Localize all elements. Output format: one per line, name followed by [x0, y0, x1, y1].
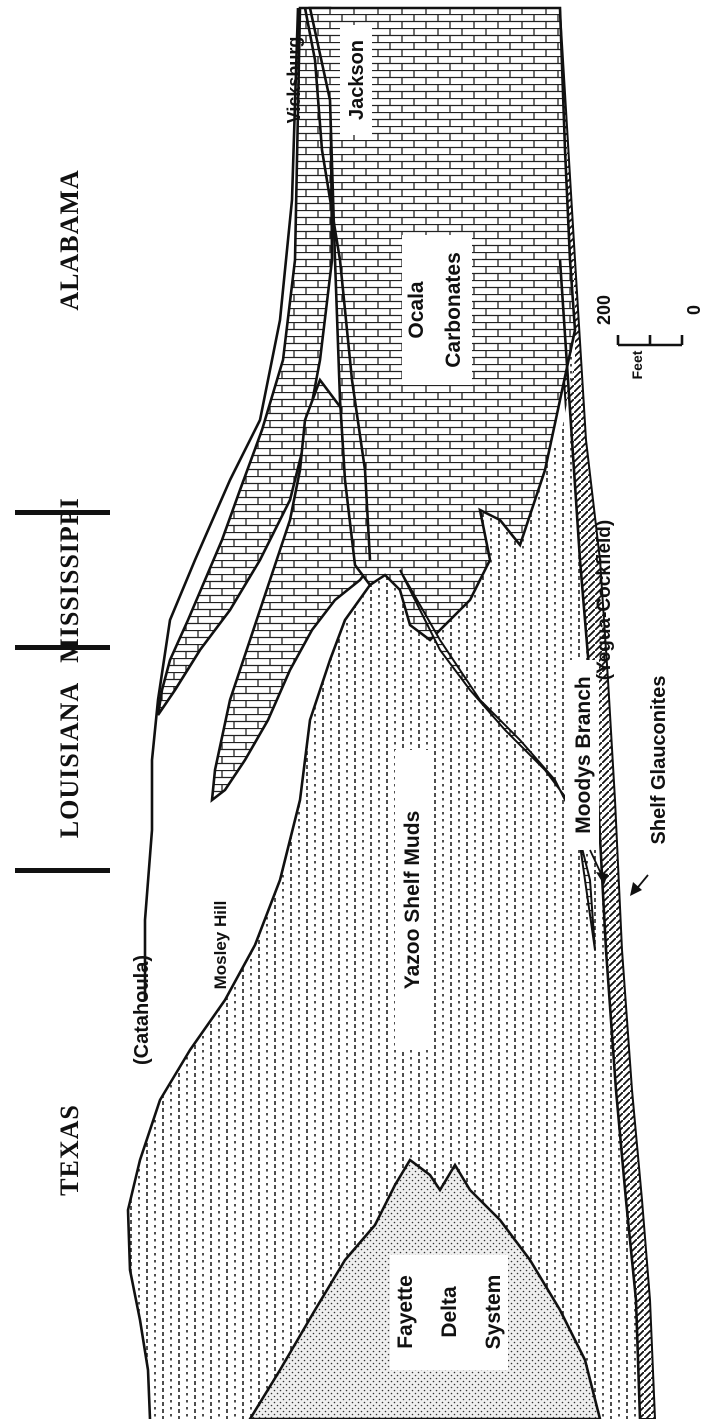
divider-tx-la [15, 868, 110, 873]
label-mosley-hill: Mosley Hill [211, 901, 230, 990]
state-label-mississippi: MISSISSIPPI [55, 497, 84, 663]
scale-line [618, 335, 682, 345]
label-moodys-branch: Moodys Branch [572, 676, 595, 834]
label-fayette-3: System [482, 1275, 505, 1350]
scale-top: 200 [594, 295, 614, 325]
label-vicksburg: Vicksburg [284, 37, 304, 124]
label-yegua: (Yegua-Cockfield) [594, 520, 615, 680]
label-catahoula: (Catahoula) [131, 955, 153, 1065]
label-yazoo: Yazoo Shelf Muds [401, 811, 424, 990]
scale-bottom: 0 [684, 305, 704, 315]
state-label-texas: TEXAS [55, 1104, 84, 1196]
state-label-alabama: ALABAMA [55, 169, 84, 310]
scale-bar: 200 Feet 0 [594, 295, 704, 379]
label-fayette-2: Delta [438, 1286, 461, 1338]
label-ocala-1: Ocala [405, 281, 428, 339]
label-ocala-2: Carbonates [442, 252, 465, 368]
label-fayette-1: Fayette [394, 1275, 417, 1349]
label-shelf-glauconites: Shelf Glauconites [648, 676, 670, 845]
label-jackson: Jackson [346, 40, 368, 120]
scale-title: Feet [629, 350, 645, 379]
state-label-louisiana: LOUISIANA [55, 682, 84, 838]
